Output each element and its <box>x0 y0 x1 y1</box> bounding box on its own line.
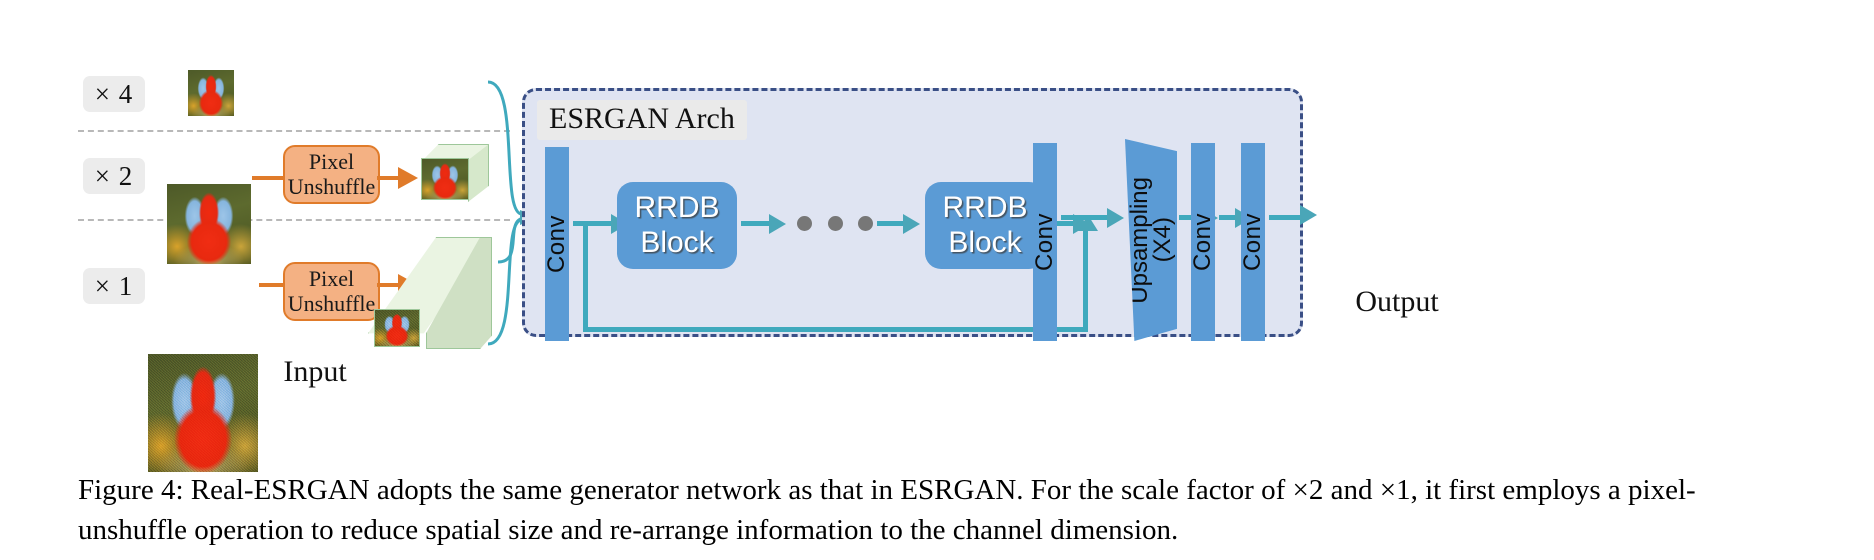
rrdb-block-last-line1: RRDB <box>942 191 1028 224</box>
pixel-unshuffle-line2: Unshuffle <box>287 173 376 199</box>
pixel-unshuffle-line1: Pixel <box>308 148 355 174</box>
pixel-unshuffle-line1: Pixel <box>308 265 355 291</box>
cube-front-face-image <box>421 158 469 200</box>
conv-block-post: Conv <box>1189 143 1216 341</box>
conv-block-post-label: Conv <box>1189 212 1216 272</box>
ellipsis-dot-1 <box>797 216 812 231</box>
rrdb-block-last-line2: Block <box>948 225 1022 259</box>
arrow-rrdb1-to-dots-line <box>741 221 771 226</box>
slab-front-face-image <box>374 309 420 347</box>
rrdb-block-last: RRDB Block <box>925 182 1045 269</box>
output-label: Output <box>1355 285 1439 318</box>
scale-tag-x2: × 2 <box>83 158 145 194</box>
connector-x1-to-unshuffle <box>259 283 285 287</box>
esrgan-arch-container: ESRGAN Arch Conv RRDB Block <box>522 88 1303 341</box>
rrdb-block-first-line2: Block <box>640 225 714 259</box>
input-thumbnail-x4 <box>188 70 234 116</box>
connector-x2-to-unshuffle <box>252 176 285 180</box>
row-separator-top <box>78 130 510 132</box>
arrow-conv-to-rrdb1-line <box>573 221 613 226</box>
upsampling-block-sublabel: (X4) <box>1149 217 1176 263</box>
input-image-x1 <box>148 354 258 472</box>
rrdb-block-first: RRDB Block <box>617 182 737 269</box>
input-label: Input <box>283 355 347 388</box>
input-image-x2 <box>167 184 251 264</box>
esrgan-arch-title-wrapper: ESRGAN Arch <box>537 100 747 140</box>
arrowhead-x2 <box>398 167 418 189</box>
rrdb-block-first-line1: RRDB <box>634 191 720 224</box>
pixel-unshuffle-box-x1: Pixel Unshuffle <box>283 262 380 321</box>
pixel-unshuffle-box-x2: Pixel Unshuffle <box>283 145 380 204</box>
scale-tag-x4: × 4 <box>83 76 145 112</box>
feature-slab-x1 <box>368 237 492 349</box>
arrow-convmid-to-upsample-head <box>1107 208 1124 228</box>
arrow-convmid-to-upsample-line <box>1061 215 1109 220</box>
conv-block-mid: Conv <box>1031 143 1058 341</box>
ellipsis-dot-3 <box>858 216 873 231</box>
rrdb-ellipsis <box>797 216 873 232</box>
ellipsis-dot-2 <box>827 216 843 231</box>
conv-block-input-label: Conv <box>543 214 570 274</box>
upsampling-block: Upsampling (X4) <box>1125 139 1177 341</box>
arrow-dots-to-rrdbn-head <box>903 214 920 234</box>
skip-connection-horizontal <box>583 327 1088 332</box>
figure-caption: Figure 4: Real-ESRGAN adopts the same ge… <box>78 474 1696 547</box>
arrow-convout-to-output-line <box>1269 215 1303 220</box>
arrow-rrdbn-to-convmid-line <box>1049 221 1075 226</box>
skip-connection-down <box>583 223 588 331</box>
arrow-rrdb1-to-dots-head <box>769 214 786 234</box>
pixel-unshuffle-line2: Unshuffle <box>287 290 376 316</box>
conv-block-input: Conv <box>543 147 570 341</box>
skip-connection-up <box>1083 231 1088 331</box>
row-separator-bottom <box>78 219 510 221</box>
esrgan-arch-title: ESRGAN Arch <box>537 100 747 140</box>
conv-block-out-label: Conv <box>1239 212 1266 272</box>
scale-tag-x1: × 1 <box>83 268 145 304</box>
conv-block-out: Conv <box>1239 143 1266 341</box>
arrow-dots-to-rrdbn-line <box>877 221 905 226</box>
feature-cube-x2 <box>421 144 489 202</box>
conv-block-mid-label: Conv <box>1031 212 1058 272</box>
arrow-convpost-to-convout-line <box>1219 215 1237 220</box>
connector-unshuffle-to-cube-x2 <box>377 176 399 180</box>
output-image <box>1329 389 1465 525</box>
arrow-to-output-head <box>1300 205 1317 225</box>
connector-unshuffle-to-slab-x1 <box>377 283 399 287</box>
